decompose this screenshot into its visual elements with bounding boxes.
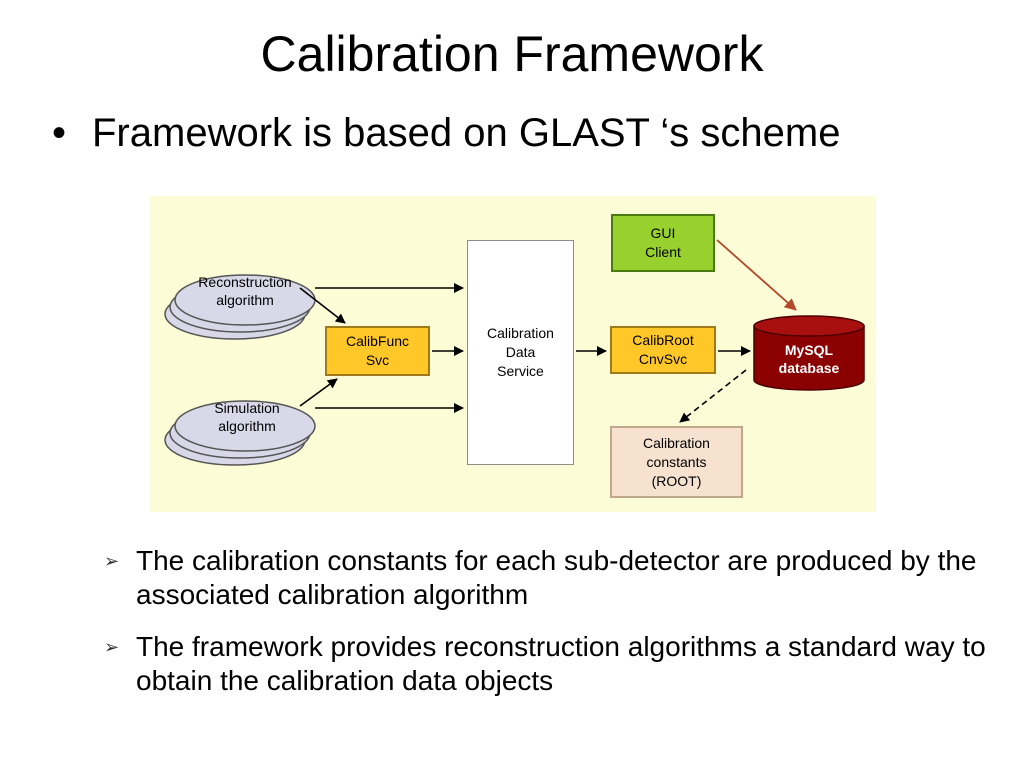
- main-bullet: • Framework is based on GLAST ‘s scheme: [52, 108, 840, 158]
- reconstruction-algorithm-label: Reconstruction algorithm: [198, 274, 292, 308]
- calibroot-cnvsvc-label: CalibRoot CnvSvc: [632, 332, 694, 367]
- arrow-gui-to-database: [716, 239, 797, 311]
- sub-bullet-list: ➢ The calibration constants for each sub…: [104, 544, 1004, 716]
- arrow-bullet-icon: ➢: [104, 551, 120, 571]
- arrow-simulation-to-calibfunc: [299, 378, 338, 407]
- calibration-constants-node: Calibration constants (ROOT): [610, 426, 743, 498]
- slide-title: Calibration Framework: [260, 26, 764, 82]
- calibration-constants-label: Calibration constants (ROOT): [643, 434, 710, 489]
- main-bullet-text: Framework is based on GLAST ‘s scheme: [92, 111, 841, 155]
- sub-bullet-item: ➢ The calibration constants for each sub…: [104, 544, 1004, 612]
- calibration-data-service-node: Calibration Data Service: [467, 240, 574, 465]
- calibroot-cnvsvc-node: CalibRoot CnvSvc: [610, 326, 716, 374]
- arrow-database-to-constants: [679, 369, 747, 423]
- diagram-arrows: [299, 283, 751, 423]
- arrow-reconstruction-to-calibfunc: [299, 287, 346, 324]
- calibration-data-service-label: Calibration Data Service: [487, 325, 554, 379]
- sub-bullet-text: The calibration constants for each sub-d…: [136, 545, 977, 610]
- diagram-canvas: [164, 239, 865, 466]
- reconstruction-algorithm-node: [164, 274, 316, 340]
- mysql-database-label: MySQL database: [778, 342, 840, 376]
- sub-bullet-text: The framework provides reconstruction al…: [136, 631, 986, 696]
- mysql-database-node: [753, 315, 865, 391]
- calibration-framework-diagram: Reconstruction algorithm Simulation algo…: [150, 196, 876, 512]
- bullet-dot-icon: •: [52, 111, 67, 155]
- sub-bullet-item: ➢ The framework provides reconstruction …: [104, 630, 1004, 698]
- calibfunc-svc-label: CalibFunc Svc: [345, 333, 410, 368]
- simulation-algorithm-label: Simulation algorithm: [214, 400, 280, 434]
- simulation-algorithm-node: [164, 400, 316, 466]
- arrow-bullet-icon: ➢: [104, 637, 120, 657]
- calibfunc-svc-node: CalibFunc Svc: [325, 326, 430, 376]
- gui-client-label: GUI Client: [645, 225, 681, 260]
- gui-client-node: GUI Client: [611, 214, 715, 272]
